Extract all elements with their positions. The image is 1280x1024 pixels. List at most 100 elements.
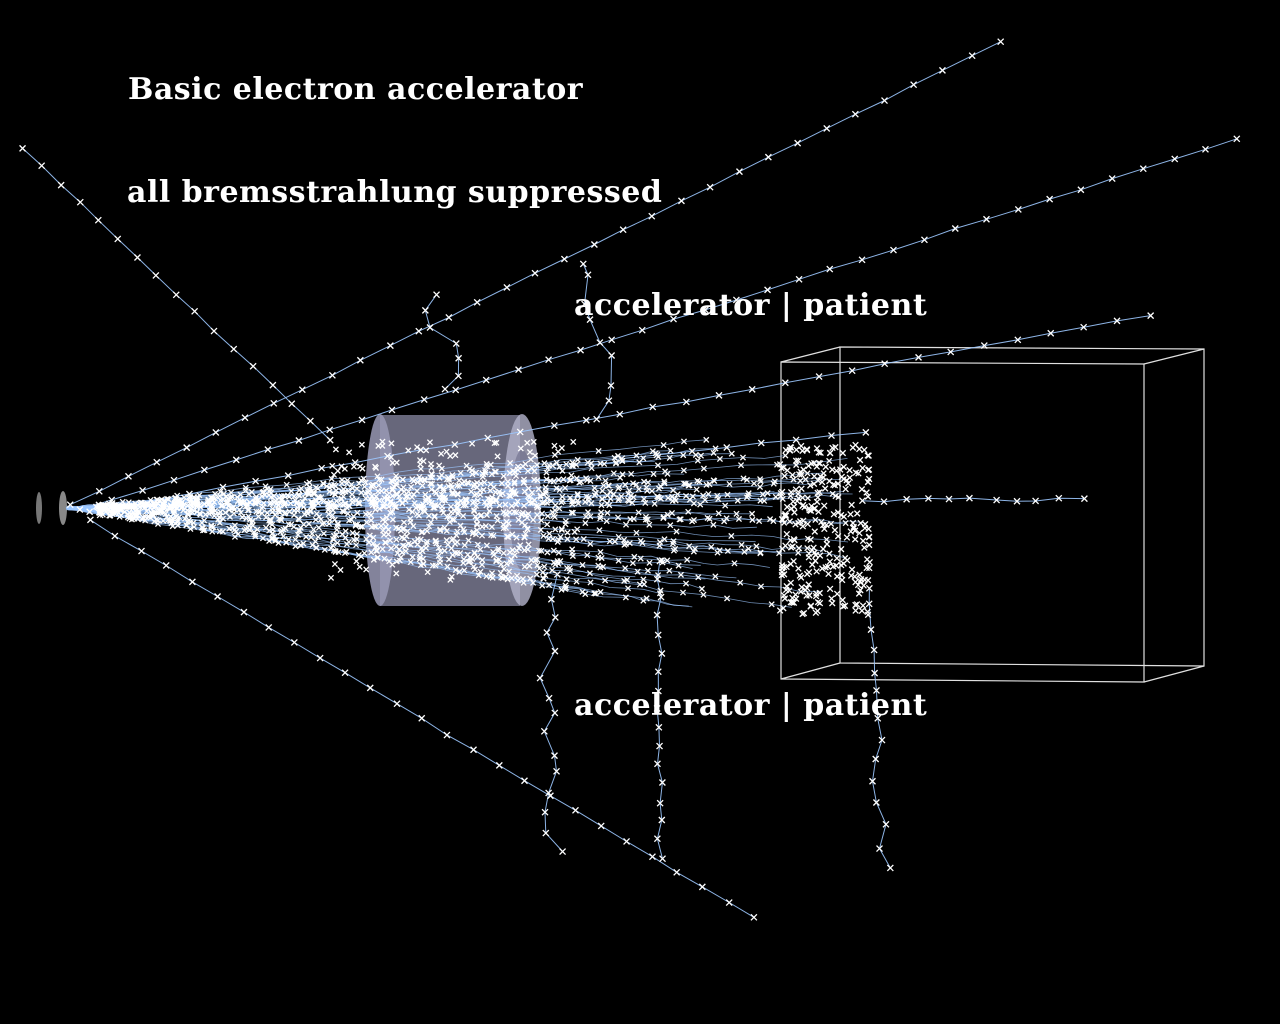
step-marker-icon (682, 492, 690, 500)
step-marker-icon (864, 611, 872, 619)
step-marker-icon (562, 484, 569, 491)
step-marker-icon (816, 589, 823, 597)
step-marker-icon (432, 538, 439, 545)
step-marker-icon (723, 515, 730, 522)
step-marker-icon (435, 552, 442, 559)
step-marker-icon (522, 522, 529, 529)
step-marker-icon (534, 511, 541, 519)
step-marker-icon (211, 512, 218, 520)
step-marker-icon (558, 499, 565, 506)
step-marker-icon (498, 480, 505, 487)
step-marker-icon (234, 531, 242, 538)
step-marker-icon (635, 509, 642, 516)
step-marker-icon (850, 523, 857, 531)
step-marker-icon (781, 472, 788, 480)
step-marker-icon (234, 498, 241, 505)
step-marker-icon (381, 494, 388, 502)
step-marker-icon (295, 491, 302, 499)
step-marker-icon (249, 517, 256, 524)
step-marker-icon (848, 367, 856, 375)
step-marker-icon (400, 525, 407, 532)
step-marker-icon (495, 547, 502, 554)
particle-track (868, 588, 891, 869)
step-marker-icon (857, 586, 864, 594)
step-marker-icon (298, 386, 306, 394)
step-marker-icon (638, 326, 646, 334)
step-marker-icon (328, 371, 336, 379)
step-marker-icon (315, 500, 322, 507)
step-marker-icon (505, 533, 512, 541)
step-marker-icon (586, 570, 593, 577)
step-marker-icon (586, 316, 594, 324)
step-marker-icon (640, 495, 648, 502)
step-marker-icon (745, 545, 752, 552)
step-marker-icon (795, 565, 802, 572)
step-marker-icon (588, 460, 595, 467)
step-marker-icon (335, 549, 342, 556)
step-marker-icon (759, 491, 766, 498)
step-marker-icon (798, 471, 805, 478)
step-marker-icon (804, 520, 811, 528)
step-marker-icon (441, 547, 448, 554)
step-marker-icon (997, 38, 1005, 46)
step-marker-icon (530, 579, 537, 586)
step-marker-icon (508, 575, 515, 582)
step-marker-icon (95, 487, 103, 495)
step-marker-icon (567, 477, 574, 484)
step-marker-icon (818, 518, 825, 526)
step-marker-icon (795, 457, 802, 464)
step-marker-icon (316, 495, 323, 502)
step-marker-icon (331, 503, 338, 510)
step-marker-icon (839, 449, 847, 457)
step-marker-icon (666, 567, 673, 574)
step-marker-icon (564, 529, 571, 536)
step-marker-icon (731, 560, 738, 567)
step-marker-icon (690, 516, 698, 524)
step-marker-icon (837, 545, 845, 553)
step-marker-icon (783, 503, 791, 511)
step-marker-icon (658, 650, 666, 657)
step-marker-icon (482, 376, 490, 384)
step-marker-icon (562, 582, 569, 589)
step-marker-icon (781, 595, 789, 602)
step-marker-icon (323, 483, 330, 490)
step-marker-icon (826, 550, 833, 557)
step-marker-icon (799, 523, 807, 530)
step-marker-icon (670, 315, 677, 323)
step-marker-icon (965, 494, 973, 502)
step-marker-icon (492, 468, 499, 475)
step-marker-icon (198, 524, 205, 531)
step-marker-icon (607, 495, 614, 502)
step-marker-icon (353, 530, 361, 537)
step-marker-icon (797, 442, 805, 450)
step-marker-icon (658, 779, 666, 786)
step-marker-icon (346, 449, 353, 456)
step-marker-icon (778, 564, 786, 572)
step-marker-icon (700, 591, 707, 598)
step-marker-icon (658, 816, 666, 824)
step-marker-icon (401, 543, 409, 550)
step-marker-icon (770, 518, 777, 525)
step-marker-icon (863, 489, 870, 496)
step-marker-icon (510, 467, 517, 474)
step-marker-icon (139, 487, 147, 494)
step-marker-icon (296, 527, 303, 534)
step-marker-icon (864, 452, 872, 459)
step-marker-icon (640, 597, 647, 604)
step-marker-icon (595, 447, 602, 455)
step-marker-icon (447, 503, 454, 510)
step-marker-icon (660, 513, 667, 521)
step-marker-icon (658, 557, 665, 564)
step-marker-icon (550, 512, 557, 519)
step-marker-icon (615, 533, 622, 540)
step-marker-icon (811, 528, 819, 535)
step-marker-icon (249, 522, 256, 529)
step-marker-icon (542, 572, 549, 579)
step-marker-icon (511, 508, 518, 516)
step-marker-icon (764, 286, 772, 294)
step-marker-icon (470, 529, 477, 536)
step-marker-icon (600, 482, 607, 489)
step-marker-icon (533, 461, 541, 469)
step-marker-icon (461, 529, 468, 536)
step-marker-icon (407, 518, 414, 526)
